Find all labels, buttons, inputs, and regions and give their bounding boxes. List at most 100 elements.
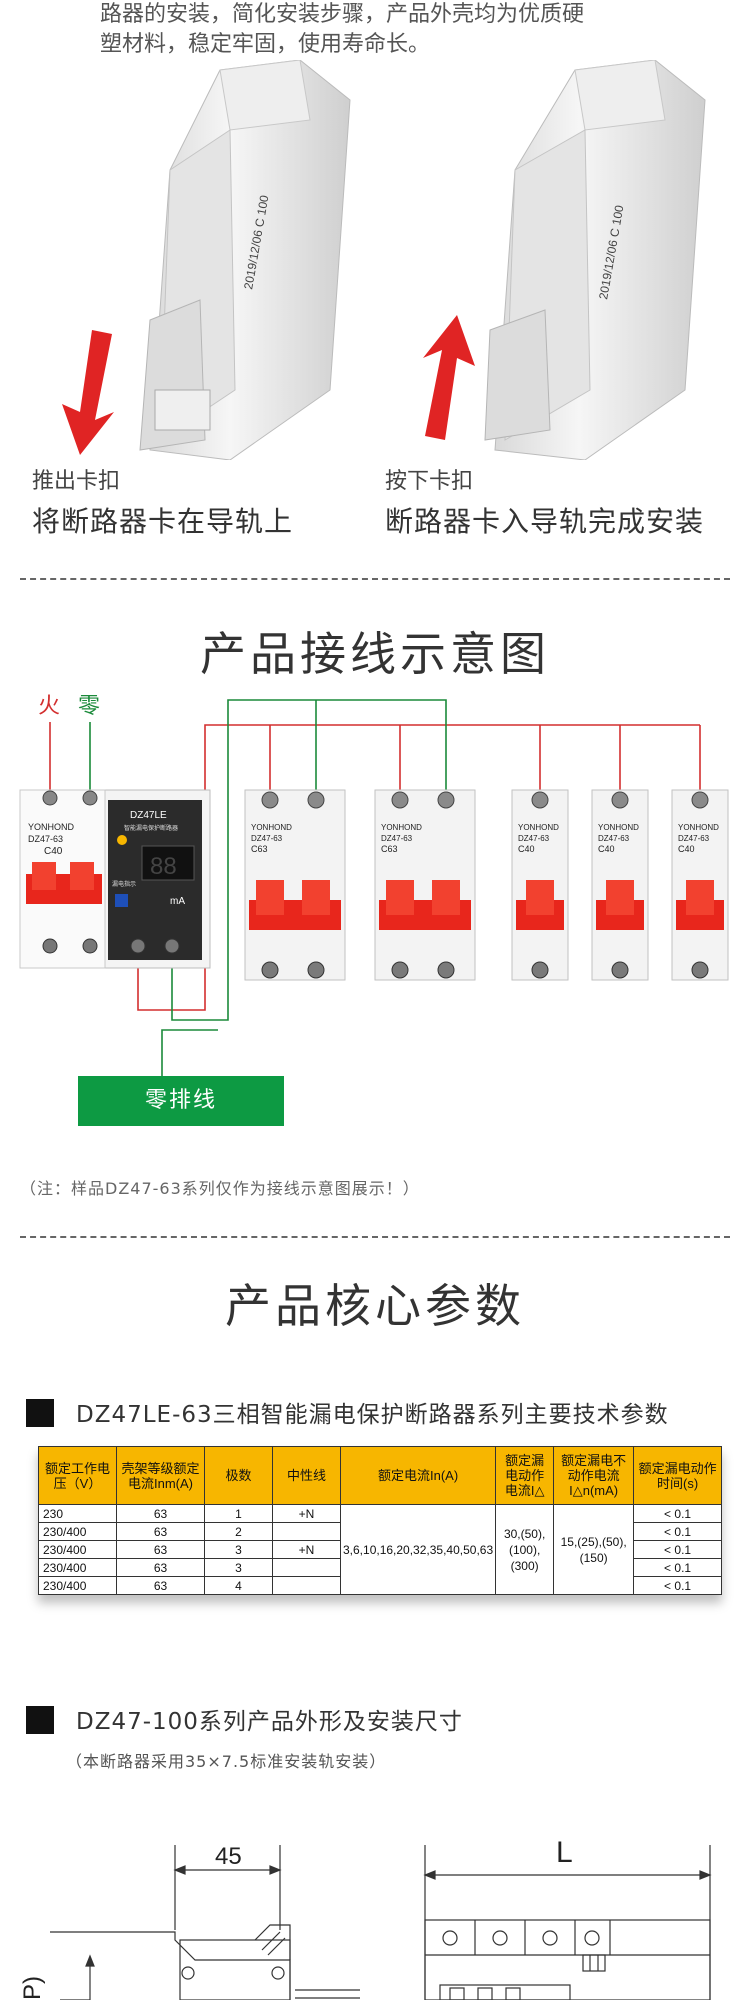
breaker-brand: YONHOND [598,823,639,832]
leakage-panel-model: DZ47LE [130,810,167,821]
leakage-rating: C40 [44,846,63,857]
dimensions-heading-text: DZ47-100系列产品外形及安装尺寸 [76,1709,463,1735]
breaker-model: DZ47-63 [251,834,283,843]
col-leak-time: 额定漏电动作时间(s) [633,1446,722,1505]
leakage-breaker: YONHOND DZ47-63 C40 DZ47LE 智能漏电保护断路器 88 … [19,789,211,969]
breaker-rating: C63 [381,844,398,854]
dimensions-heading: DZ47-100系列产品外形及安装尺寸 [26,1702,463,1736]
terminal-screw-icon [531,791,549,809]
terminal-screw-icon [261,961,279,979]
breaker-model: DZ47-63 [381,834,413,843]
intro-text: 路器的安装，简化安装步骤，产品外壳均为优质硬 塑材料，稳定牢固，使用寿命长。 [100,0,660,60]
terminal-screw-icon [691,791,709,809]
col-frame-current: 壳架等级额定电流Inm(A) [116,1446,205,1505]
breaker-rating: C40 [598,844,615,854]
breaker-brand: YONHOND [518,823,559,832]
spec-table-header: 额定工作电压（V） 壳架等级额定电流Inm(A) 极数 中性线 额定电流In(A… [38,1446,722,1505]
terminal-screw-icon [437,961,455,979]
heading-square-icon [26,1399,54,1427]
leakage-display: 88 [150,853,177,880]
section-divider [20,578,730,580]
col-neutral: 中性线 [272,1446,341,1505]
terminal-screw-icon [437,791,455,809]
breaker-rating: C40 [518,844,535,854]
heading-square-icon [26,1706,54,1734]
col-poles: 极数 [204,1446,273,1505]
terminal-screw-icon [82,790,98,806]
install-step-2: 2019/12/06 C 100 按下卡扣 断路器卡入导轨完成安装 [385,59,745,580]
leakage-panel-caption: 漏电指示 [112,880,136,888]
col-leak-no-action: 额定漏电不动作电流I△n(mA) [553,1446,635,1505]
terminal-screw-icon [391,961,409,979]
breaker-brand: YONHOND [678,823,719,832]
breaker-brand: YONHOND [381,823,422,832]
col-voltage: 额定工作电压（V） [38,1446,117,1505]
terminal-screw-icon [611,961,629,979]
intro-line-1: 路器的安装，简化安装步骤，产品外壳均为优质硬 [100,2,585,27]
step-1-small-label: 推出卡扣 [32,469,121,494]
terminal-screw-icon [611,791,629,809]
arrow-down-icon [62,330,114,455]
step-2-small-label: 按下卡扣 [385,469,474,494]
terminal-screw-icon [42,790,58,806]
table-heading-text: DZ47LE-63三相智能漏电保护断路器系列主要技术参数 [76,1402,669,1428]
neutral-wires [89,699,447,1076]
install-step-1: 2019/12/06 C 100 推出卡扣 将断路器卡在导轨上 [30,59,390,580]
dim-width-label: 45 [215,1843,242,1870]
live-label: 火 [38,694,61,719]
leakage-panel-sub: 智能漏电保护断路器 [124,824,178,832]
downstream-breakers: YONHONDDZ47-63C63YONHONDDZ47-63C63YONHON… [244,789,729,981]
step-1-big-label: 将断路器卡在导轨上 [32,505,294,538]
breaker-brand: YONHOND [251,823,292,832]
terminal-screw-icon [307,961,325,979]
terminal-screw-icon [531,961,549,979]
terminal-screw-icon [164,938,180,954]
live-wires [49,722,701,1011]
breaker-model: DZ47-63 [518,834,550,843]
wiring-diagram: YONHOND DZ47-63 C40 DZ47LE 智能漏电保护断路器 88 … [19,699,729,1076]
breaker-rating: C40 [678,844,695,854]
leakage-brand: YONHOND [28,822,75,832]
step-2-big-label: 断路器卡入导轨完成安装 [385,505,705,538]
leak-action-cell: 30,(50),(100),(300) [495,1504,555,1595]
neutral-label: 零 [78,694,101,719]
col-leak-action: 额定漏电动作电流I△ [495,1446,555,1505]
terminal-screw-icon [691,961,709,979]
terminal-screw-icon [82,938,98,954]
wiring-note: （注：样品DZ47-63系列仅作为接线示意图展示！） [20,1179,420,1198]
breaker-push-out-image: 2019/12/06 C 100 [62,59,351,461]
dim-length-label: L [556,1840,573,1869]
breaker-press-in-image: 2019/12/06 C 100 [423,59,706,461]
leakage-display-unit: mA [170,896,185,907]
breaker-model: DZ47-63 [678,834,710,843]
dimension-drawing: 45 L P) [19,1840,712,2000]
terminal-screw-icon [261,791,279,809]
dim-side-label: P) [19,1976,46,2000]
col-rated-current: 额定电流In(A) [339,1446,497,1505]
spec-table: 额定工作电压（V） 壳架等级额定电流Inm(A) 极数 中性线 额定电流In(A… [38,1446,722,1595]
spec-table-wrap: 额定工作电压（V） 壳架等级额定电流Inm(A) 极数 中性线 额定电流In(A… [38,1446,722,1595]
terminal-screw-icon [130,938,146,954]
terminal-screw-icon [391,791,409,809]
params-title: 产品核心参数 [225,1279,525,1333]
rated-current-cell: 3,6,10,16,20,32,35,40,50,63 [339,1504,497,1595]
intro-line-2: 塑材料，稳定牢固，使用寿命长。 [100,32,431,57]
leak-no-action-cell: 15,(25),(50),(150) [553,1504,635,1595]
section-divider [20,1236,730,1238]
terminal-screw-icon [307,791,325,809]
leakage-model: DZ47-63 [28,834,63,844]
wiring-title: 产品接线示意图 [200,627,550,681]
table-heading: DZ47LE-63三相智能漏电保护断路器系列主要技术参数 [26,1395,669,1429]
table-row: 230 63 1 +N 3,6,10,16,20,32,35,40,50,63 … [38,1504,722,1595]
dimensions-note: （本断路器采用35×7.5标准安装轨安装） [66,1752,387,1771]
terminal-screw-icon [42,938,58,954]
breaker-rating: C63 [251,844,268,854]
neutral-bar: 零排线 [78,1076,284,1126]
breaker-model: DZ47-63 [598,834,630,843]
arrow-up-icon [423,315,475,440]
